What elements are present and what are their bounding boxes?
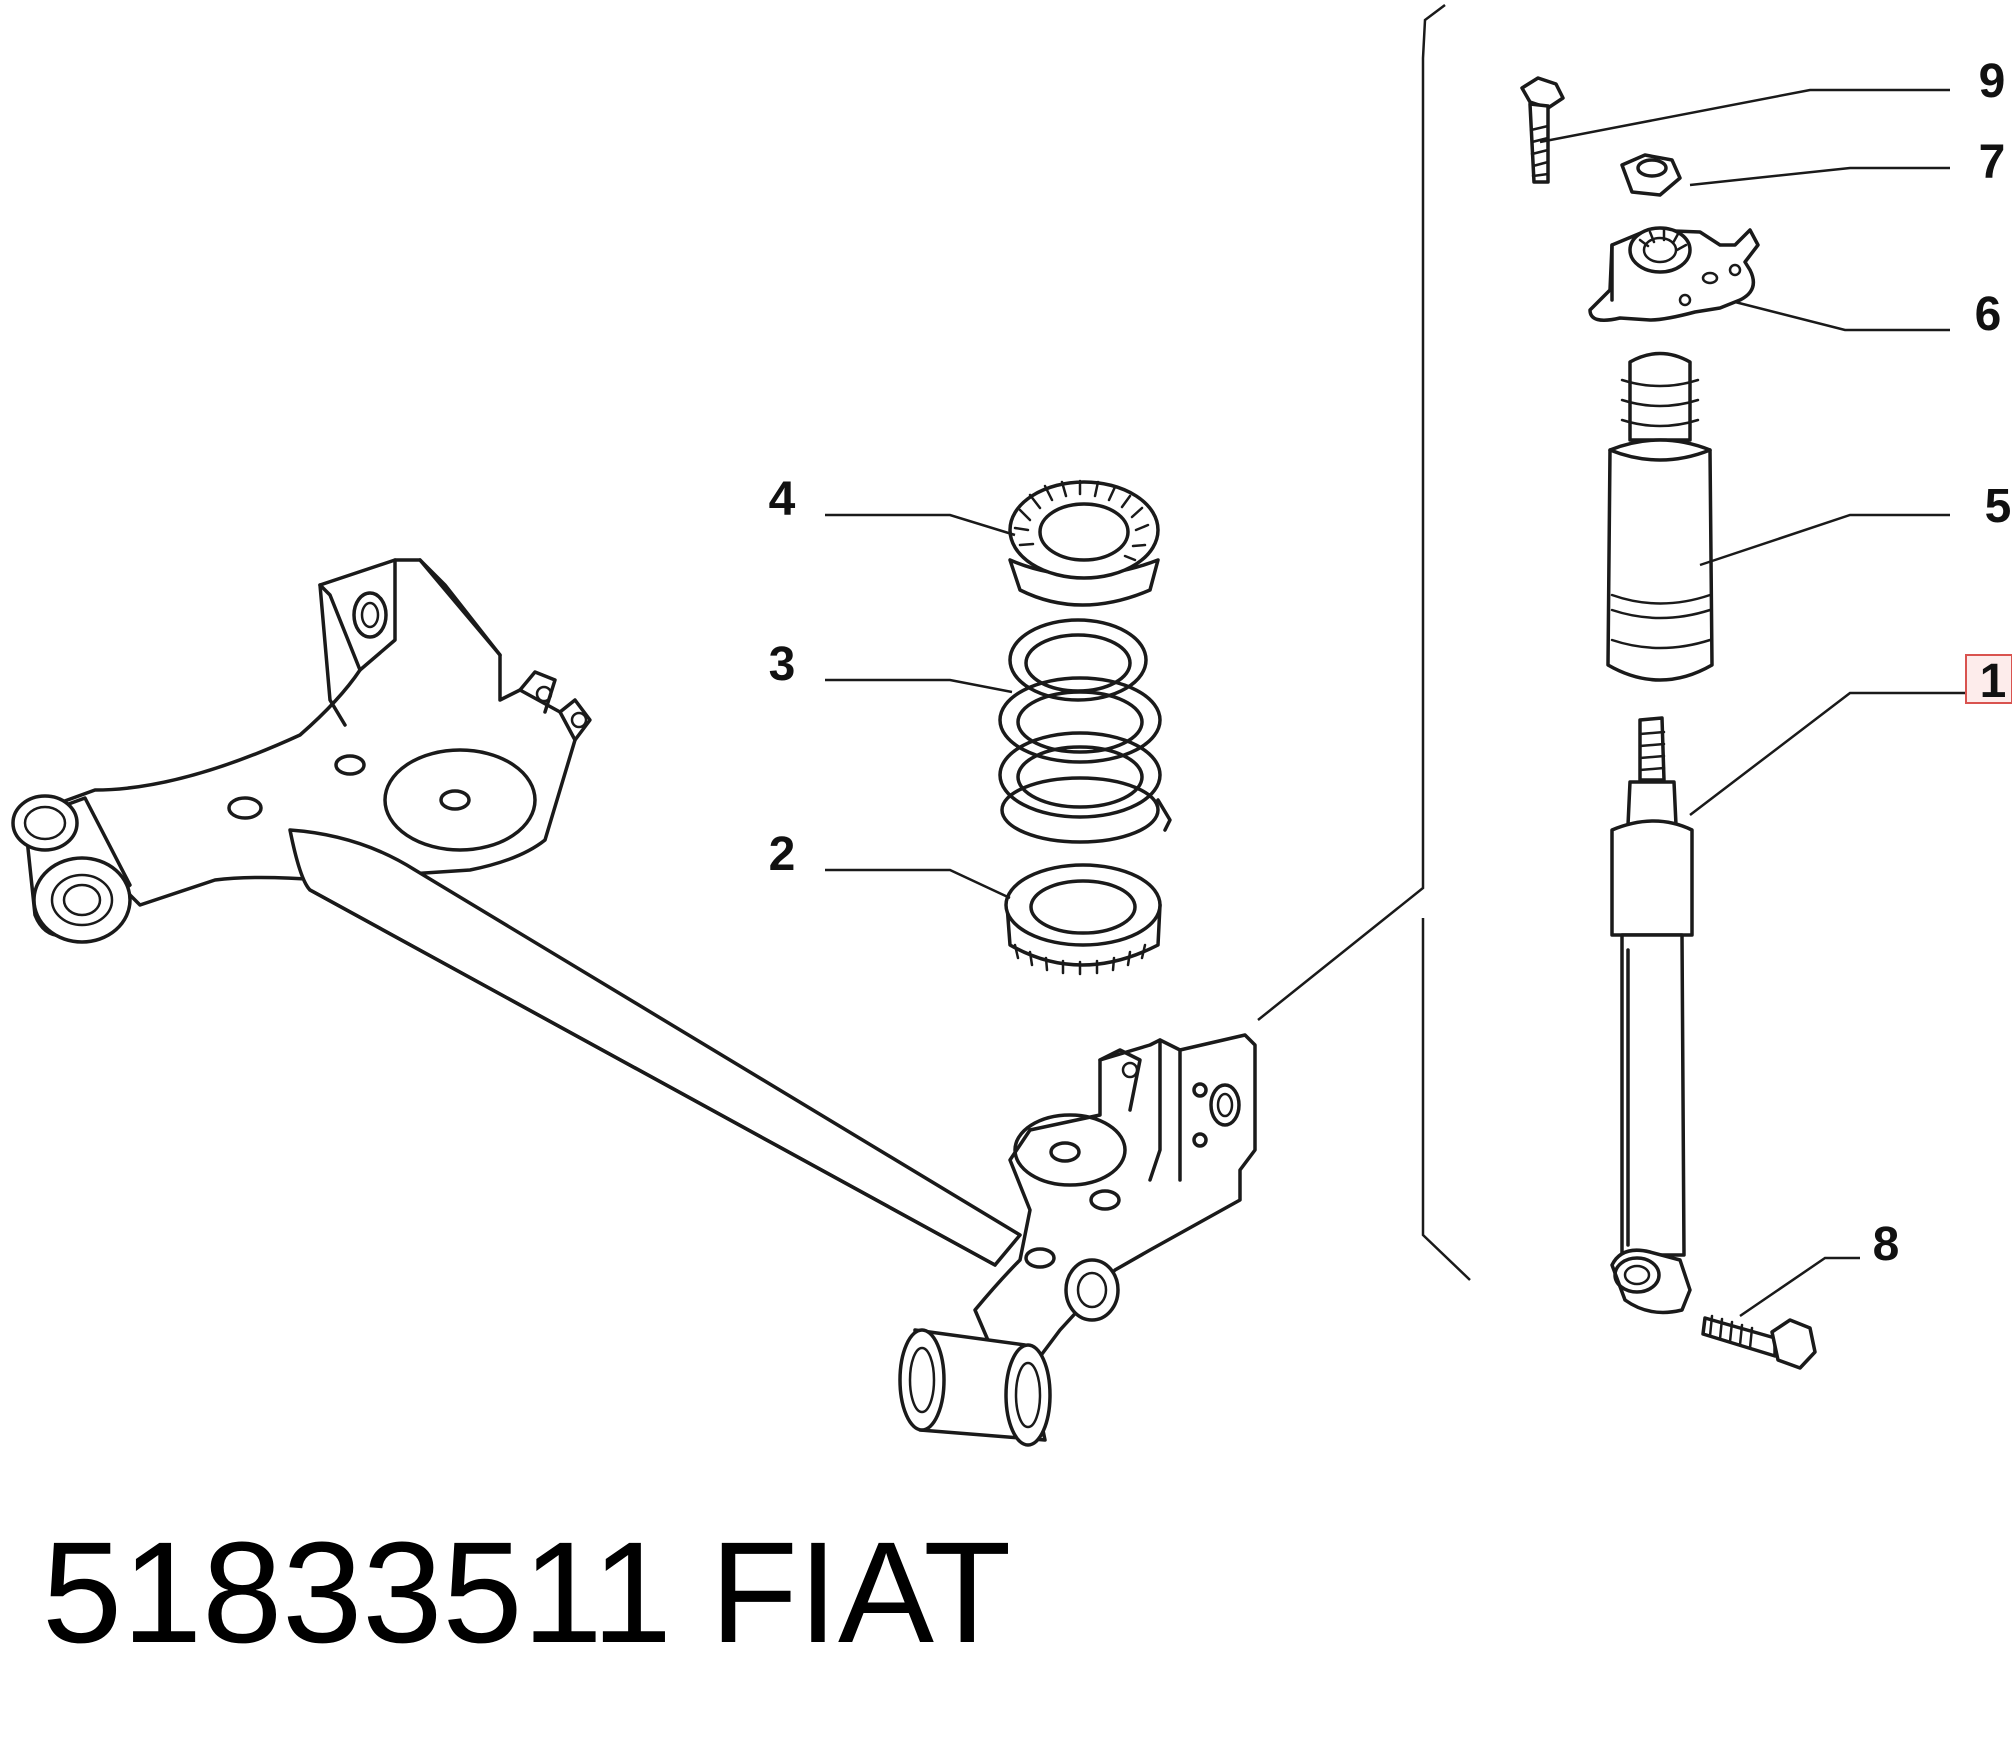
callout-label-9: 9 bbox=[1979, 55, 2006, 108]
bolt-8 bbox=[1701, 1314, 1817, 1370]
leader-lines bbox=[825, 88, 1965, 1318]
callout-label-8: 8 bbox=[1873, 1218, 1900, 1271]
bump-stop-5 bbox=[1606, 351, 1714, 682]
callout-label-7: 7 bbox=[1979, 136, 2006, 189]
callout-6[interactable]: 6 bbox=[1975, 288, 2002, 341]
callout-label-4: 4 bbox=[769, 473, 796, 526]
upper-spring-seat-4 bbox=[1008, 479, 1160, 607]
coil-spring-3 bbox=[998, 618, 1172, 844]
bolt-9 bbox=[1520, 76, 1565, 184]
callout-7[interactable]: 7 bbox=[1979, 136, 2006, 189]
top-mount-6 bbox=[1588, 226, 1760, 322]
callout-8[interactable]: 8 bbox=[1873, 1218, 1900, 1271]
callout-label-3: 3 bbox=[769, 638, 796, 691]
shock-absorber-1 bbox=[1610, 716, 1694, 1315]
lower-spring-seat-2 bbox=[1004, 863, 1162, 976]
callout-2[interactable]: 2 bbox=[769, 828, 796, 881]
callout-9[interactable]: 9 bbox=[1979, 55, 2006, 108]
callout-label-1: 1 bbox=[1980, 655, 2007, 708]
group-bracket bbox=[1257, 4, 1471, 1281]
brand-name: FIAT bbox=[710, 1512, 1011, 1673]
callout-1-highlighted[interactable]: 1 bbox=[1965, 654, 2012, 708]
nut-7 bbox=[1620, 153, 1682, 197]
part-number: 51833511 bbox=[42, 1512, 672, 1673]
callout-label-5: 5 bbox=[1985, 480, 2012, 533]
callout-5[interactable]: 5 bbox=[1985, 480, 2012, 533]
callout-label-2: 2 bbox=[769, 828, 796, 881]
callout-4[interactable]: 4 bbox=[769, 473, 796, 526]
callout-label-6: 6 bbox=[1975, 288, 2002, 341]
callout-highlight-box bbox=[1965, 654, 2012, 704]
callout-3[interactable]: 3 bbox=[769, 638, 796, 691]
rear-axle-beam bbox=[11, 558, 1257, 1447]
